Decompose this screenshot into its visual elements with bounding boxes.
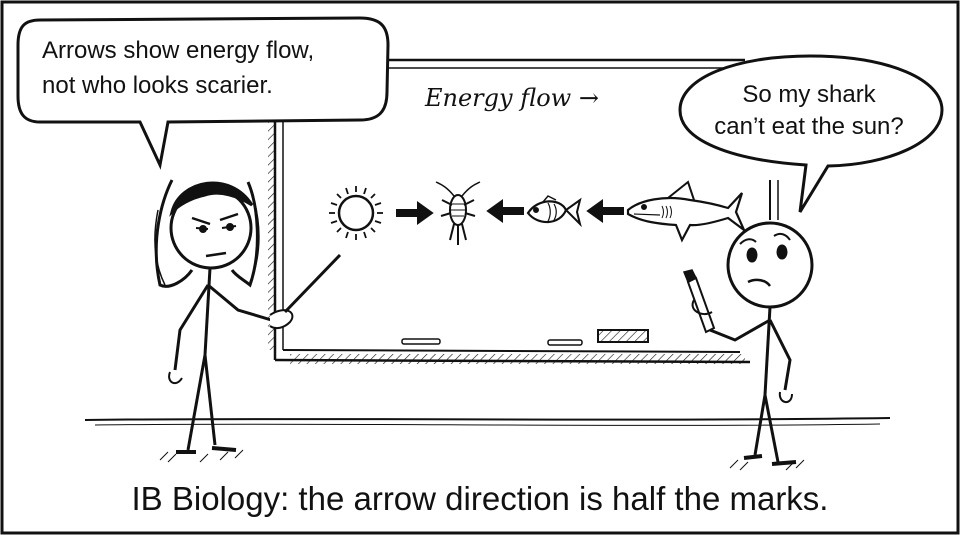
whiteboard-label: Energy flow → — [425, 84, 599, 112]
plankton-icon — [435, 181, 481, 245]
pointer-stick — [283, 253, 342, 314]
student-speech-bubble — [678, 54, 944, 213]
student-head — [726, 221, 814, 309]
student-figure — [682, 221, 814, 471]
sun-icon — [329, 186, 383, 240]
food-chain — [329, 180, 747, 245]
teacher-speech-line: not who looks scarier. — [42, 72, 273, 99]
board-eraser — [597, 329, 649, 343]
shark-icon — [626, 180, 747, 243]
teacher-figure — [154, 179, 342, 463]
tray-marker — [547, 339, 583, 346]
fish-icon — [526, 195, 582, 228]
tray-marker — [401, 338, 441, 345]
student-shadow — [729, 459, 805, 471]
arrow-right-icon — [396, 201, 434, 225]
student-speech-line: So my shark — [742, 81, 876, 108]
teacher-speech-bubble — [16, 16, 390, 170]
teacher-speech-line: Arrows show energy flow, — [42, 37, 315, 64]
arrow-left-icon — [486, 199, 524, 223]
student-speech-line: can’t eat the sun? — [714, 113, 904, 140]
floor — [84, 417, 891, 426]
comic-caption: IB Biology: the arrow direction is half … — [131, 480, 829, 517]
arrow-left-icon — [586, 199, 624, 223]
teacher-shadow — [159, 449, 244, 463]
